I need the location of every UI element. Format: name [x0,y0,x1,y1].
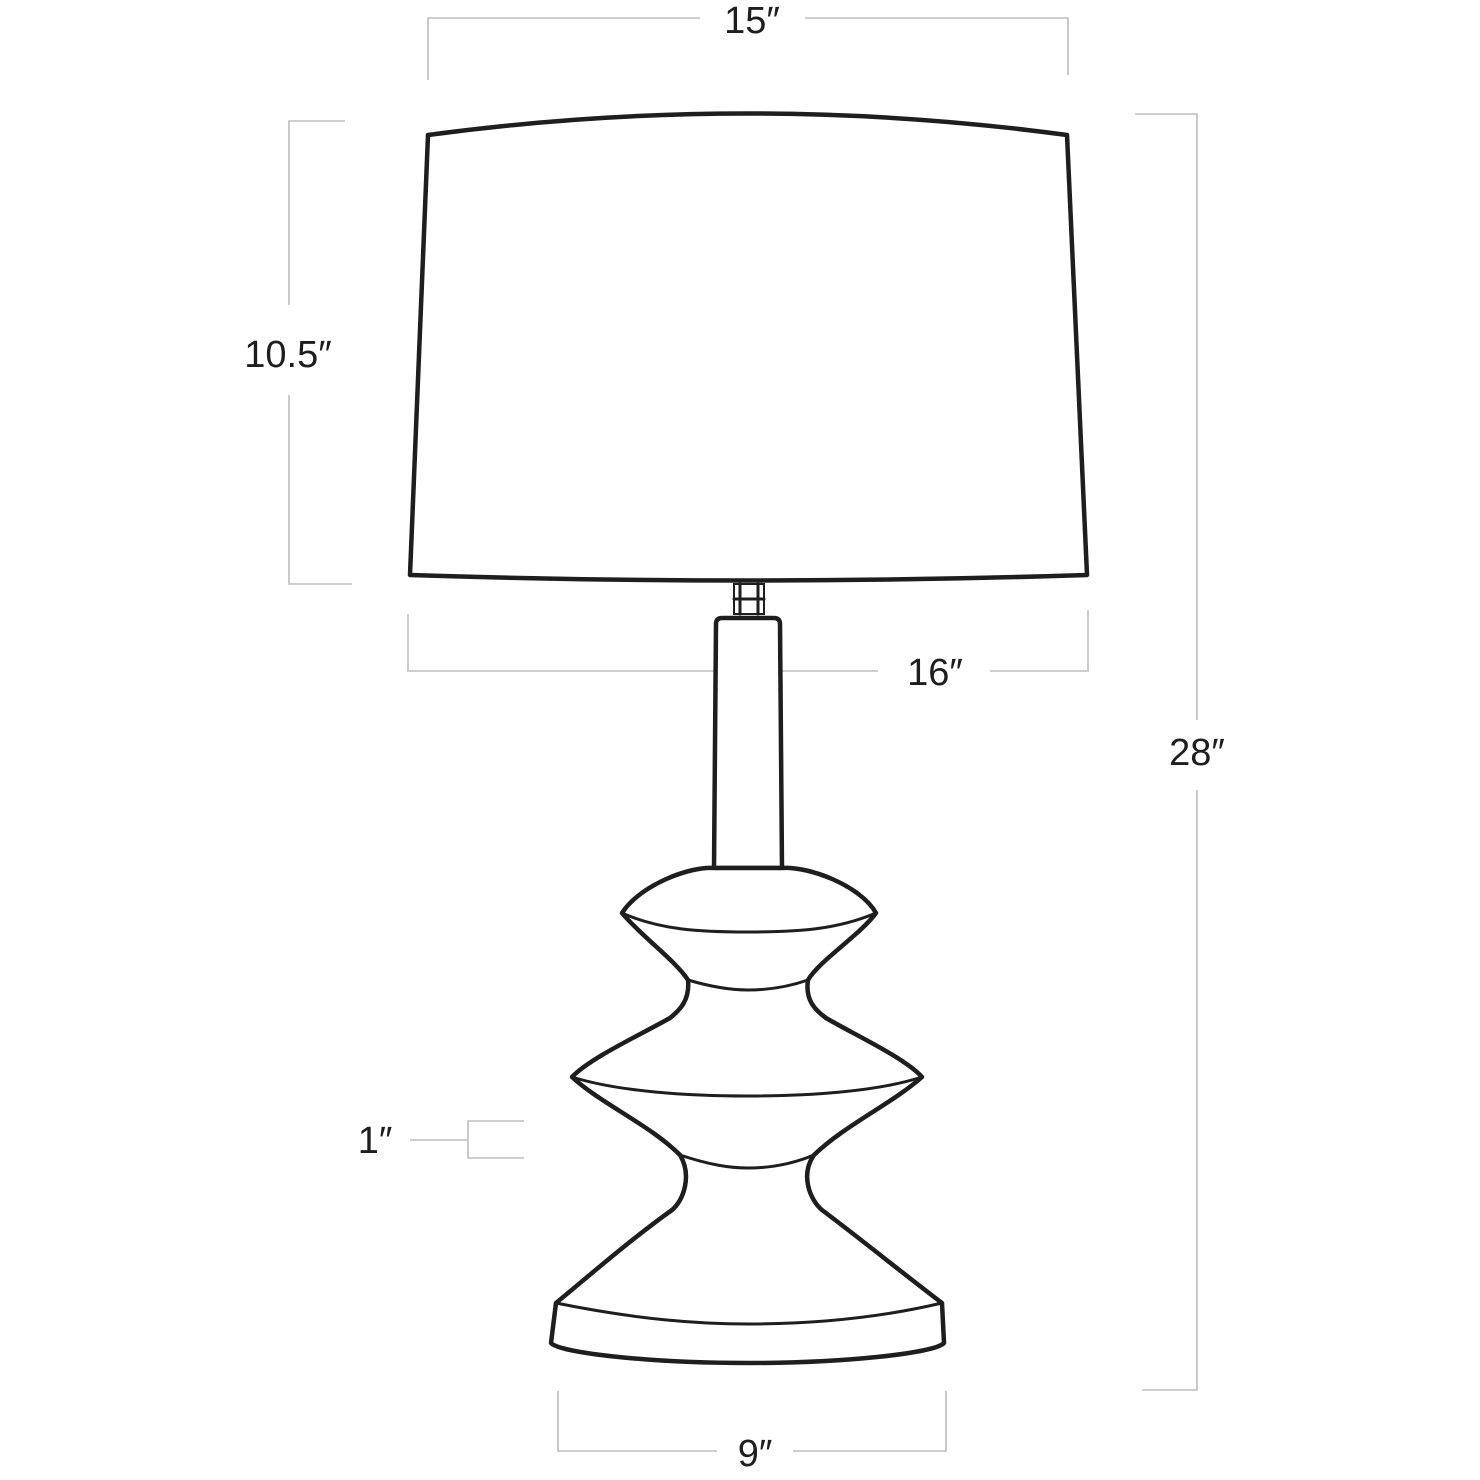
lamp-neck [711,615,785,871]
dimension-label-base-width: 9″ [738,1433,773,1475]
lamp-socket [732,582,766,616]
dimension-base-width: 9″ [557,1391,947,1475]
lamp-shade [407,111,1090,583]
dimension-label-shade-height: 10.5″ [244,334,331,376]
dimension-overall-height: 28″ [1135,113,1225,1391]
dimension-label-shade-bottom-width: 16″ [907,652,963,694]
lamp-body [548,865,947,1366]
dimension-label-overall-height: 28″ [1169,732,1225,774]
dimension-shade-top-width: 15″ [427,0,1069,80]
dimension-shade-height: 10.5″ [244,120,352,585]
dimension-label-base-height: 1″ [358,1120,393,1162]
dimension-label-shade-top-width: 15″ [724,0,780,42]
dimension-base-height: 1″ [358,1120,524,1162]
